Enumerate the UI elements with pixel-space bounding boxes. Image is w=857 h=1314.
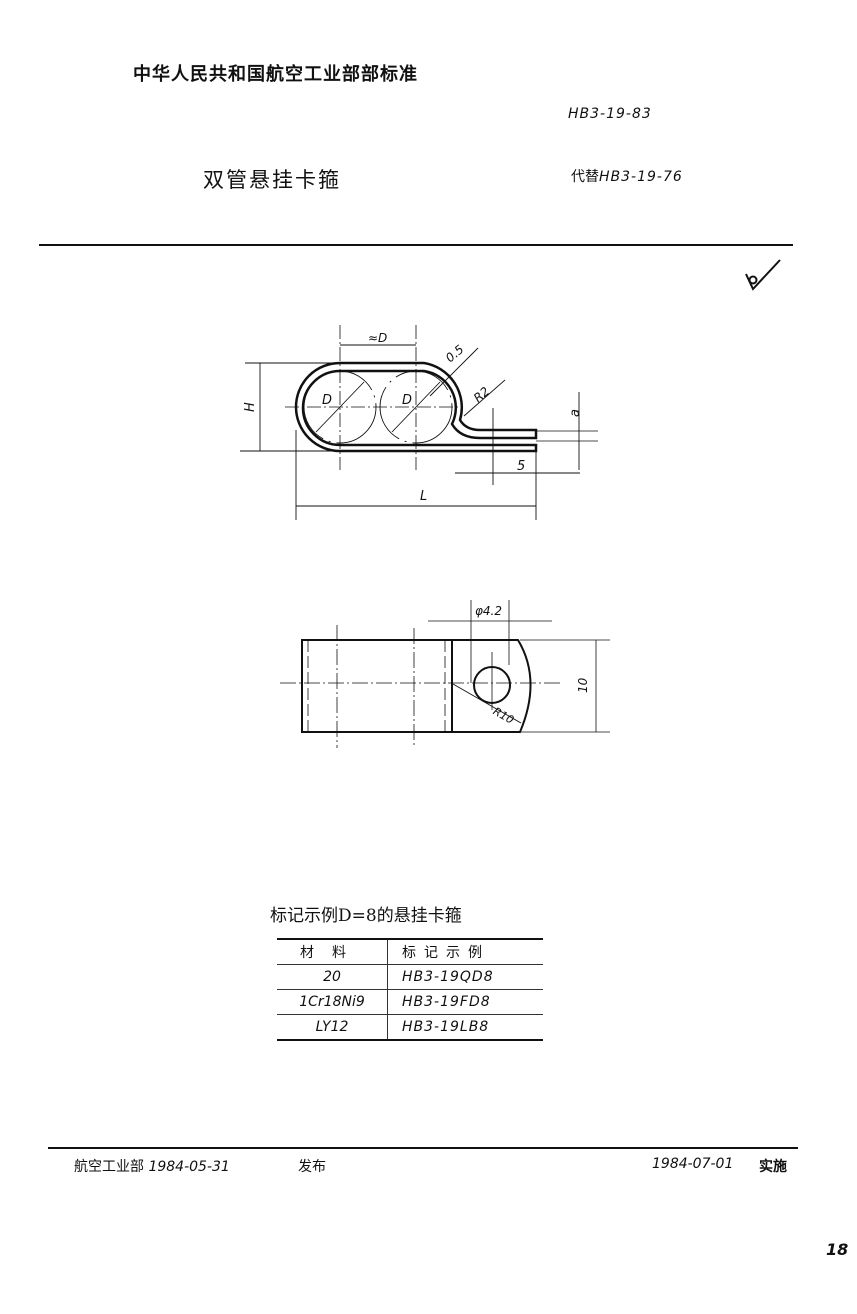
- replaces-label: 代替: [571, 169, 599, 185]
- width-approx-label: ≈D: [368, 331, 387, 345]
- material-cell: LY12: [277, 1014, 388, 1041]
- marking-cell: HB3-19FD8: [387, 989, 543, 1015]
- offset-label: a: [568, 409, 583, 417]
- footer-divider: [48, 1147, 798, 1149]
- header-marking: 标记示例: [387, 939, 543, 965]
- marking-example-caption: 标记示例D=8的悬挂卡箍: [270, 906, 462, 926]
- replaces-code: HB3-19-76: [599, 169, 683, 185]
- diameter-right-label: D: [402, 393, 412, 408]
- clamp-top-view-drawing: φ4.2 R10 10: [280, 600, 610, 748]
- table-row: 1Cr18Ni9 HB3-19FD8: [277, 989, 543, 1015]
- organization-title: 中华人民共和国航空工业部部标准: [133, 64, 418, 85]
- replaces-note: 代替HB3-19-76: [571, 166, 683, 186]
- effective-date: 1984-07-01: [652, 1156, 734, 1172]
- clamp-side-view-drawing: ≈D D D 0.5 R2 H a 5 L: [240, 325, 598, 520]
- table-row: LY12 HB3-19LB8: [277, 1014, 543, 1041]
- roughness-symbol-icon: [745, 259, 781, 291]
- marking-example-table: 材料 标记示例 20 HB3-19QD8 1Cr18Ni9 HB3-19FD8 …: [277, 938, 543, 1041]
- end-radius-label: R10: [491, 705, 516, 727]
- header-divider: [39, 244, 793, 246]
- standard-code: HB3-19-83: [568, 106, 652, 122]
- table-row: 20 HB3-19QD8: [277, 964, 543, 990]
- hole-diameter-label: φ4.2: [475, 604, 502, 618]
- implement-label: 实施: [759, 1159, 787, 1175]
- table-header-row: 材料 标记示例: [277, 939, 543, 965]
- length-label: L: [420, 489, 427, 504]
- issue-date: 1984-05-31: [148, 1159, 230, 1175]
- material-cell: 1Cr18Ni9: [277, 989, 388, 1015]
- marking-cell: HB3-19QD8: [387, 964, 543, 990]
- height-label: H: [243, 402, 258, 412]
- publish-label: 发布: [298, 1159, 326, 1175]
- bend-radius-label: R2: [471, 384, 492, 405]
- thickness-label: 0.5: [443, 342, 467, 365]
- document-title: 双管悬挂卡箍: [203, 168, 341, 192]
- issuer-line: 航空工业部 1984-05-31: [74, 1156, 230, 1176]
- material-cell: 20: [277, 964, 388, 990]
- diameter-left-label: D: [322, 393, 332, 408]
- tab-length-label: 5: [517, 459, 525, 474]
- issuer-name: 航空工业部: [74, 1159, 144, 1175]
- width-label: 10: [576, 677, 590, 693]
- page-number: 18: [826, 1240, 849, 1259]
- marking-cell: HB3-19LB8: [387, 1014, 543, 1041]
- header-material: 材料: [277, 939, 388, 965]
